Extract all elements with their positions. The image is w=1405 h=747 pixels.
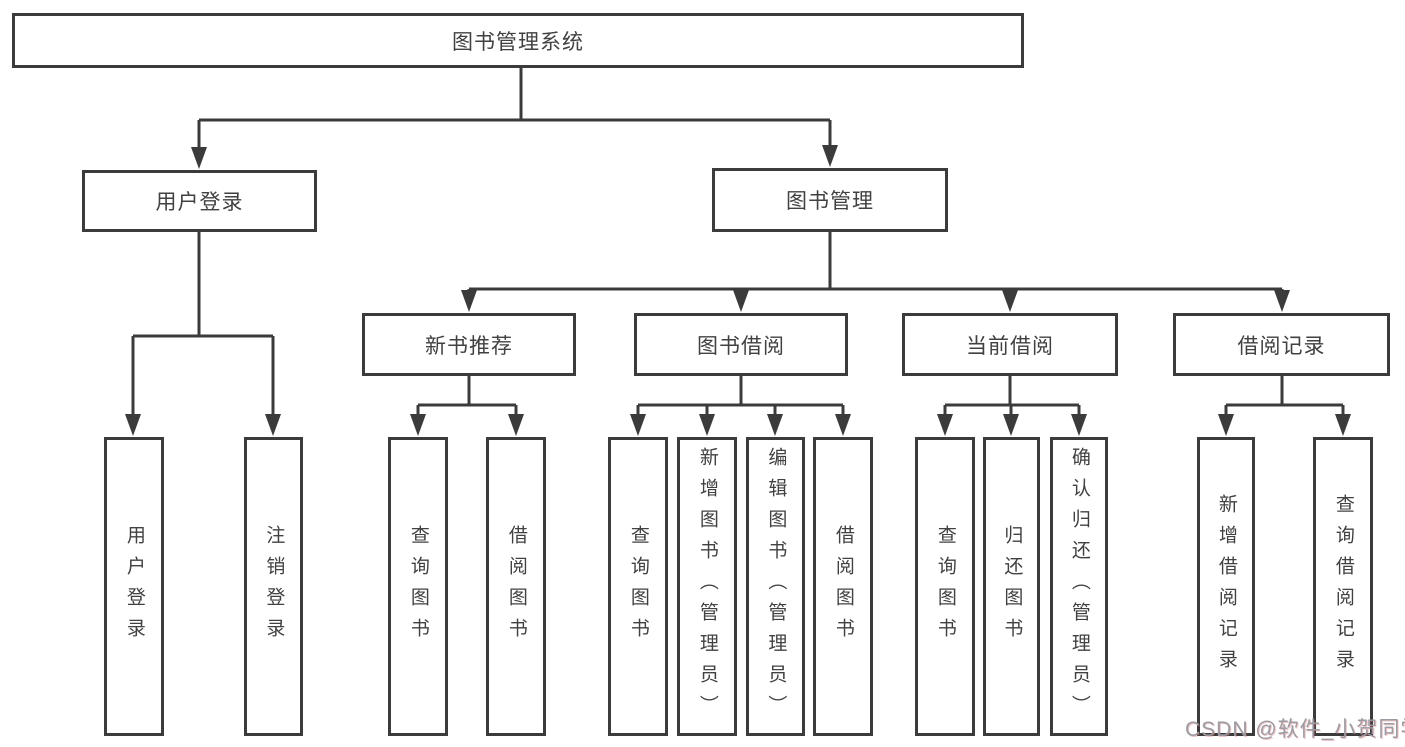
leaf-return-books: 归还图书	[983, 437, 1040, 736]
leaf-query-books-recommend: 查询图书	[388, 437, 448, 736]
node-current-borrowing: 当前借阅	[902, 313, 1118, 376]
leaf-add-borrow-record: 新增借阅记录	[1197, 437, 1255, 736]
node-library-system: 图书管理系统	[12, 13, 1024, 68]
leaf-borrow-books-recommend: 借阅图书	[486, 437, 546, 736]
leaf-add-books-admin: 新增图书（管理员）	[677, 437, 737, 736]
leaf-borrow-books: 借阅图书	[813, 437, 873, 736]
leaf-logout: 注销登录	[244, 437, 303, 736]
leaf-query-books-current: 查询图书	[915, 437, 975, 736]
leaf-user-login: 用户登录	[104, 437, 164, 736]
node-book-management: 图书管理	[712, 168, 948, 232]
leaf-query-borrow-record: 查询借阅记录	[1313, 437, 1373, 736]
node-user-login: 用户登录	[82, 170, 317, 232]
csdn-watermark: CSDN @软件_小贺同学	[1185, 718, 1405, 741]
node-borrowing-records: 借阅记录	[1173, 313, 1390, 376]
node-new-book-recommend: 新书推荐	[362, 313, 576, 376]
leaf-confirm-return-admin: 确认归还（管理员）	[1050, 437, 1108, 736]
leaf-edit-books-admin: 编辑图书（管理员）	[746, 437, 805, 736]
node-book-borrowing: 图书借阅	[634, 313, 848, 376]
leaf-query-books-borrow: 查询图书	[608, 437, 668, 736]
arrowheads	[125, 145, 1351, 436]
